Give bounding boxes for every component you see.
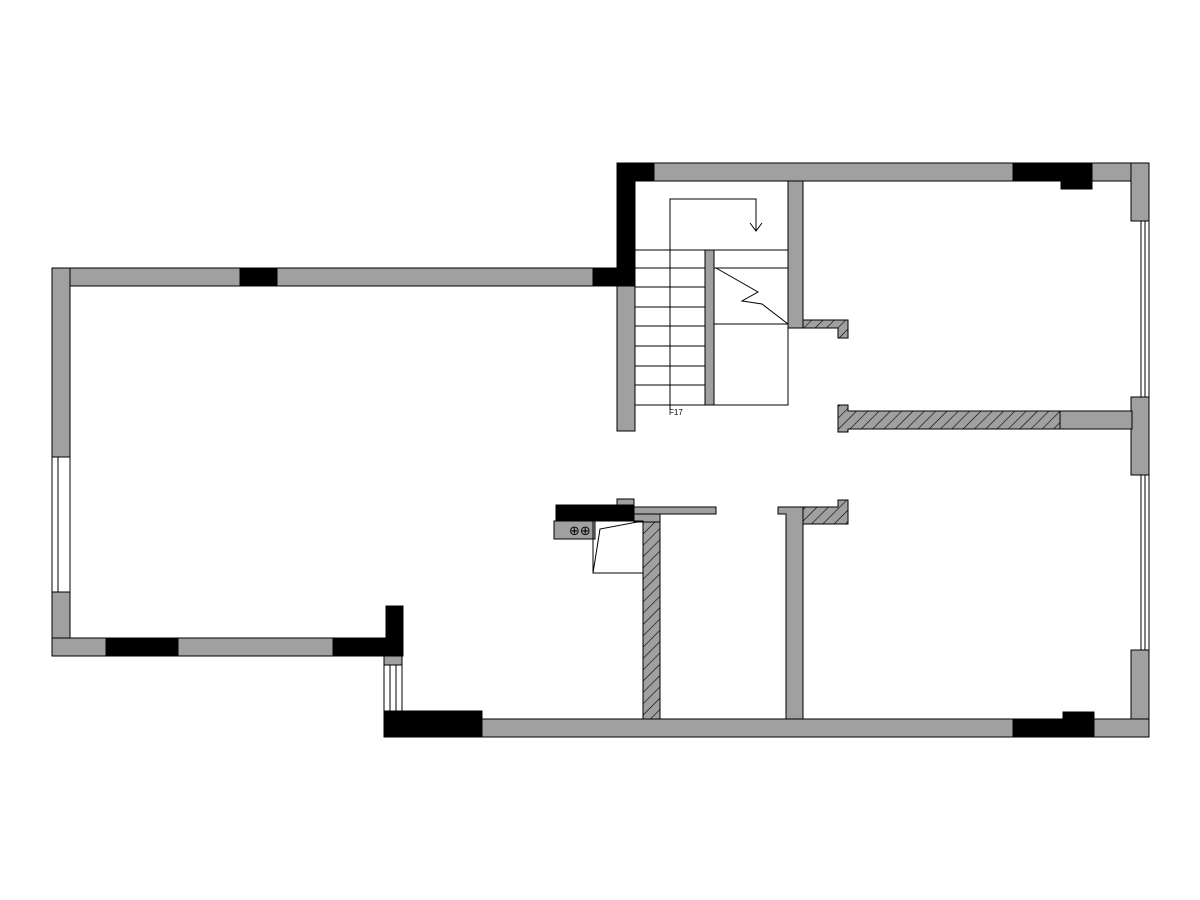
window-junction bbox=[383, 664, 403, 712]
right-block-walls bbox=[383, 162, 1150, 738]
column-top-right-notch bbox=[1060, 180, 1093, 190]
stove-counter bbox=[553, 520, 596, 540]
column-bottom-left bbox=[383, 710, 483, 738]
wall-partition-solid bbox=[1059, 410, 1133, 430]
window-living-left bbox=[51, 456, 71, 593]
wall-living-top bbox=[51, 267, 618, 287]
column-stair-left bbox=[616, 162, 636, 269]
interior-walls: ⊕⊕ bbox=[553, 319, 1133, 720]
column-top-right bbox=[1012, 162, 1093, 182]
wall-hatched-partition bbox=[837, 404, 1061, 433]
wall-stair-right bbox=[787, 180, 804, 329]
stair-direction-arrow bbox=[669, 198, 757, 410]
wall-right-mid bbox=[1130, 396, 1150, 476]
stove-icon: ⊕⊕ bbox=[569, 524, 591, 539]
stair-break-line bbox=[715, 267, 789, 325]
column-bottom-right-notch bbox=[1062, 711, 1095, 720]
column-living-bottom-1 bbox=[105, 637, 179, 657]
column-stair-joint bbox=[592, 267, 636, 287]
wall-hatched-stub-upper bbox=[802, 319, 849, 339]
stair-label: F17 bbox=[669, 408, 683, 417]
column-living-top-1 bbox=[239, 267, 278, 287]
wall-living-left-upper bbox=[51, 267, 71, 458]
column-bottom-right bbox=[1012, 718, 1095, 738]
column-living-bottom-3 bbox=[385, 605, 404, 657]
living-area-walls bbox=[51, 267, 618, 712]
wall-lower-room-left bbox=[777, 506, 804, 720]
wall-kitchen-hatched bbox=[642, 521, 661, 720]
stair-center-wall bbox=[704, 249, 715, 406]
kitchen-appliance bbox=[592, 520, 644, 574]
staircase: F17 bbox=[634, 180, 804, 417]
column-kitchen bbox=[555, 504, 635, 522]
wall-hatched-stub-lower bbox=[802, 499, 849, 525]
wall-right-upper bbox=[1130, 162, 1150, 222]
wall-stub-junction bbox=[383, 655, 403, 666]
